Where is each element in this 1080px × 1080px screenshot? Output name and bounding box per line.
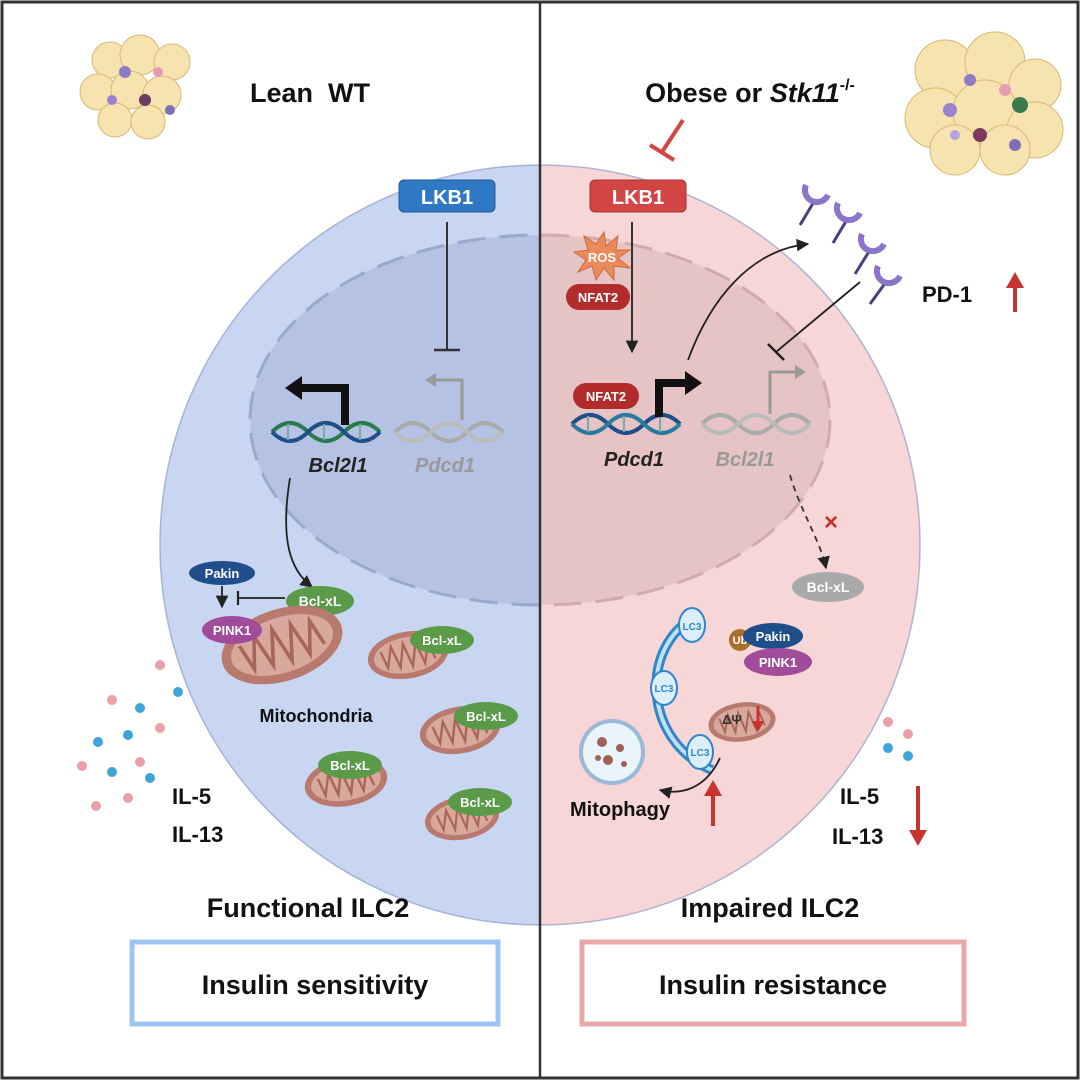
nucleus-left-half — [248, 233, 540, 607]
lc3-1: LC3 — [678, 607, 706, 643]
title-obese-gene: Stk11 — [770, 78, 840, 108]
gene-pdcd1-left: Pdcd1 — [415, 455, 475, 477]
mitochondrion-1: Bcl-xL — [362, 623, 474, 687]
mitochondrion-3: Bcl-xL — [299, 749, 393, 815]
gene-bcl2l1-right: Bcl2l1 — [716, 449, 775, 471]
lc3-3: LC3 — [686, 734, 714, 770]
pink1-right: PINK1 — [744, 648, 812, 676]
lkb1-right-box: LKB1 — [589, 179, 687, 213]
mitophagy-label: Mitophagy — [570, 799, 671, 821]
ros-label: ROS — [588, 250, 617, 265]
pink1-left: PINK1 — [202, 616, 262, 644]
bclxl-main-left-label: Bcl-xL — [299, 593, 342, 609]
mitochondrion-2: Bcl-xL — [414, 698, 518, 762]
impaired-ilc2-label: Impaired ILC2 — [681, 893, 860, 923]
bclxl-label-2: Bcl-xL — [466, 709, 506, 724]
functional-ilc2-label: Functional ILC2 — [207, 893, 410, 923]
mitophagy-up-arrow-icon — [704, 780, 722, 826]
promoter-inactive-arrow-left — [435, 378, 464, 420]
il5-right: IL-5 — [840, 784, 879, 809]
to-lysosome-arrow — [658, 757, 721, 799]
delta-psi-down-arrow-icon — [752, 706, 764, 732]
dna-bcl2l1-right — [700, 413, 812, 435]
lc3-label-1: LC3 — [683, 622, 702, 633]
delta-psi-label: ΔΨ — [722, 712, 742, 727]
bclxl-blocked-arrow — [789, 474, 830, 570]
lysosome-icon — [579, 719, 645, 785]
lc3-label-2: LC3 — [655, 684, 674, 695]
insulin-resistance-box — [579, 939, 967, 1027]
nfat2-upper: NFAT2 — [566, 284, 630, 310]
il5-left: IL-5 — [172, 784, 211, 809]
bcl2l1-to-bclxl-arrow — [285, 477, 313, 588]
title-obese: Obese or Stk11-/- — [645, 77, 855, 108]
pakin-left-label: Pakin — [205, 566, 240, 581]
dna-bcl2l1-left — [270, 421, 382, 443]
cytokines-right — [883, 717, 913, 761]
lkb1-right-label: LKB1 — [612, 187, 664, 209]
lc3-label-3: LC3 — [691, 748, 710, 759]
adipose-obese-icon — [904, 31, 1064, 176]
gene-bcl2l1-left: Bcl2l1 — [309, 455, 368, 477]
ros-burst-icon: ROS — [572, 230, 632, 282]
blocked-mark: × — [824, 509, 838, 536]
nfat2-upper-label: NFAT2 — [578, 290, 618, 305]
bclxl-label-3: Bcl-xL — [330, 758, 370, 773]
pakin-right-label: Pakin — [756, 629, 791, 644]
obesity-inhibit-lkb1 — [660, 118, 685, 154]
title-lean-wt: Lean WT — [250, 78, 371, 108]
pd1-label: PD-1 — [922, 282, 972, 307]
bclxl-right-inactive: Bcl-xL — [792, 572, 864, 602]
mitochondrion-4: Bcl-xL — [420, 788, 512, 847]
pakin-left: Pakin — [189, 561, 255, 585]
title-obese-prefix: Obese or — [645, 78, 770, 108]
pd1-up-arrow-icon — [1006, 272, 1024, 312]
lkb1-left-label: LKB1 — [421, 187, 473, 209]
adipose-lean-icon — [79, 34, 191, 140]
bclxl-right-label: Bcl-xL — [807, 579, 850, 595]
cytokines-left — [77, 660, 183, 811]
nfat2-lower-label: NFAT2 — [586, 389, 626, 404]
pink1-left-label: PINK1 — [213, 623, 251, 638]
lkb1-left-box: LKB1 — [398, 179, 496, 213]
insulin-resistance-label: Insulin resistance — [659, 970, 887, 1000]
pdcd1-to-pd1-arrow — [687, 238, 810, 361]
pakin-right: Pakin — [743, 623, 803, 649]
promoter-inactive-arrow-right — [768, 370, 796, 414]
il-down-arrow-icon — [909, 786, 927, 846]
promoter-active-arrow-right — [655, 379, 688, 417]
il13-right: IL-13 — [832, 824, 883, 849]
lc3-2: LC3 — [650, 670, 678, 706]
nucleus-right-half — [540, 233, 832, 607]
mitochondria-label: Mitochondria — [260, 706, 374, 726]
pink1-right-label: PINK1 — [759, 655, 797, 670]
insulin-sensitivity-label: Insulin sensitivity — [202, 970, 429, 1000]
bclxl-label-1: Bcl-xL — [422, 633, 462, 648]
dna-pdcd1-left — [393, 421, 505, 443]
promoter-active-arrow-left — [298, 384, 349, 425]
gene-pdcd1-right: Pdcd1 — [604, 449, 664, 471]
title-obese-superscript: -/- — [840, 77, 855, 94]
insulin-sensitivity-box — [129, 939, 501, 1027]
nfat2-lower: NFAT2 — [573, 383, 639, 409]
il13-left: IL-13 — [172, 822, 223, 847]
bclxl-label-4: Bcl-xL — [460, 795, 500, 810]
pd1-receptors-icon — [798, 183, 903, 305]
pd1-inhibit-line — [775, 281, 861, 353]
